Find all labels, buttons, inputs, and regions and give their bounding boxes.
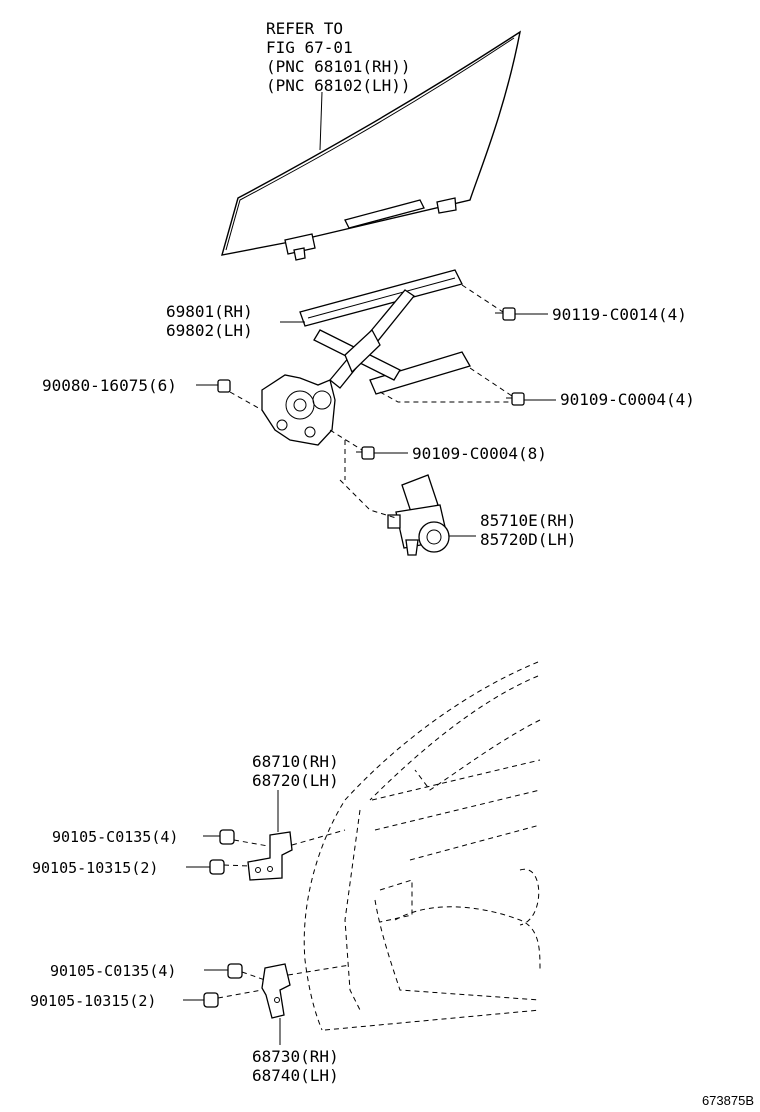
label-motor-rh: 85710E(RH) [480,511,577,530]
label-bolt-90119: 90119-C0014(4) [552,305,687,324]
label-upper-hinge-rh: 68710(RH) [252,752,339,771]
label-bolt-90080: 90080-16075(6) [42,376,177,395]
label-lower-bolt-10315: 90105-10315(2) [30,992,157,1010]
label-lower-bolt-c0135: 90105-C0135(4) [50,962,177,980]
lower-bolt-10315-icon [203,992,219,1008]
label-bolt-90109-8: 90109-C0004(8) [412,444,547,463]
upper-bolt-10315-icon [209,859,225,875]
diagram-code: 673875B [701,1093,754,1108]
refer-note-line1: REFER TO [266,19,344,38]
refer-note-line4: (PNC 68102(LH)) [266,76,411,95]
bolt-90119-icon [495,307,516,321]
regulator-motor [387,474,450,556]
door-body-outline [303,661,541,1031]
label-upper-bolt-10315: 90105-10315(2) [32,859,159,877]
refer-leader [319,91,323,151]
door-glass [221,30,521,261]
lower-bolt-c0135-icon [227,963,243,979]
upper-hinge [247,831,293,881]
bolt-90109-4-icon [506,392,525,406]
refer-note-line3: (PNC 68101(RH)) [266,57,411,76]
label-bolt-90109-4: 90109-C0004(4) [560,390,695,409]
bolt-90080-icon [217,379,231,393]
label-lower-hinge-lh: 68740(LH) [252,1066,339,1085]
lower-hinge [261,963,291,1019]
label-motor-lh: 85720D(LH) [480,530,577,549]
refer-note-line2: FIG 67-01 [266,38,353,57]
window-regulator [261,269,471,446]
label-regulator-rh: 69801(RH) [166,302,253,321]
label-upper-hinge-lh: 68720(LH) [252,771,339,790]
upper-bolt-c0135-icon [219,829,235,845]
label-regulator-lh: 69802(LH) [166,321,253,340]
label-lower-hinge-rh: 68730(RH) [252,1047,339,1066]
bolt-90109-8-icon [356,446,375,460]
label-upper-bolt-c0135: 90105-C0135(4) [52,828,179,846]
